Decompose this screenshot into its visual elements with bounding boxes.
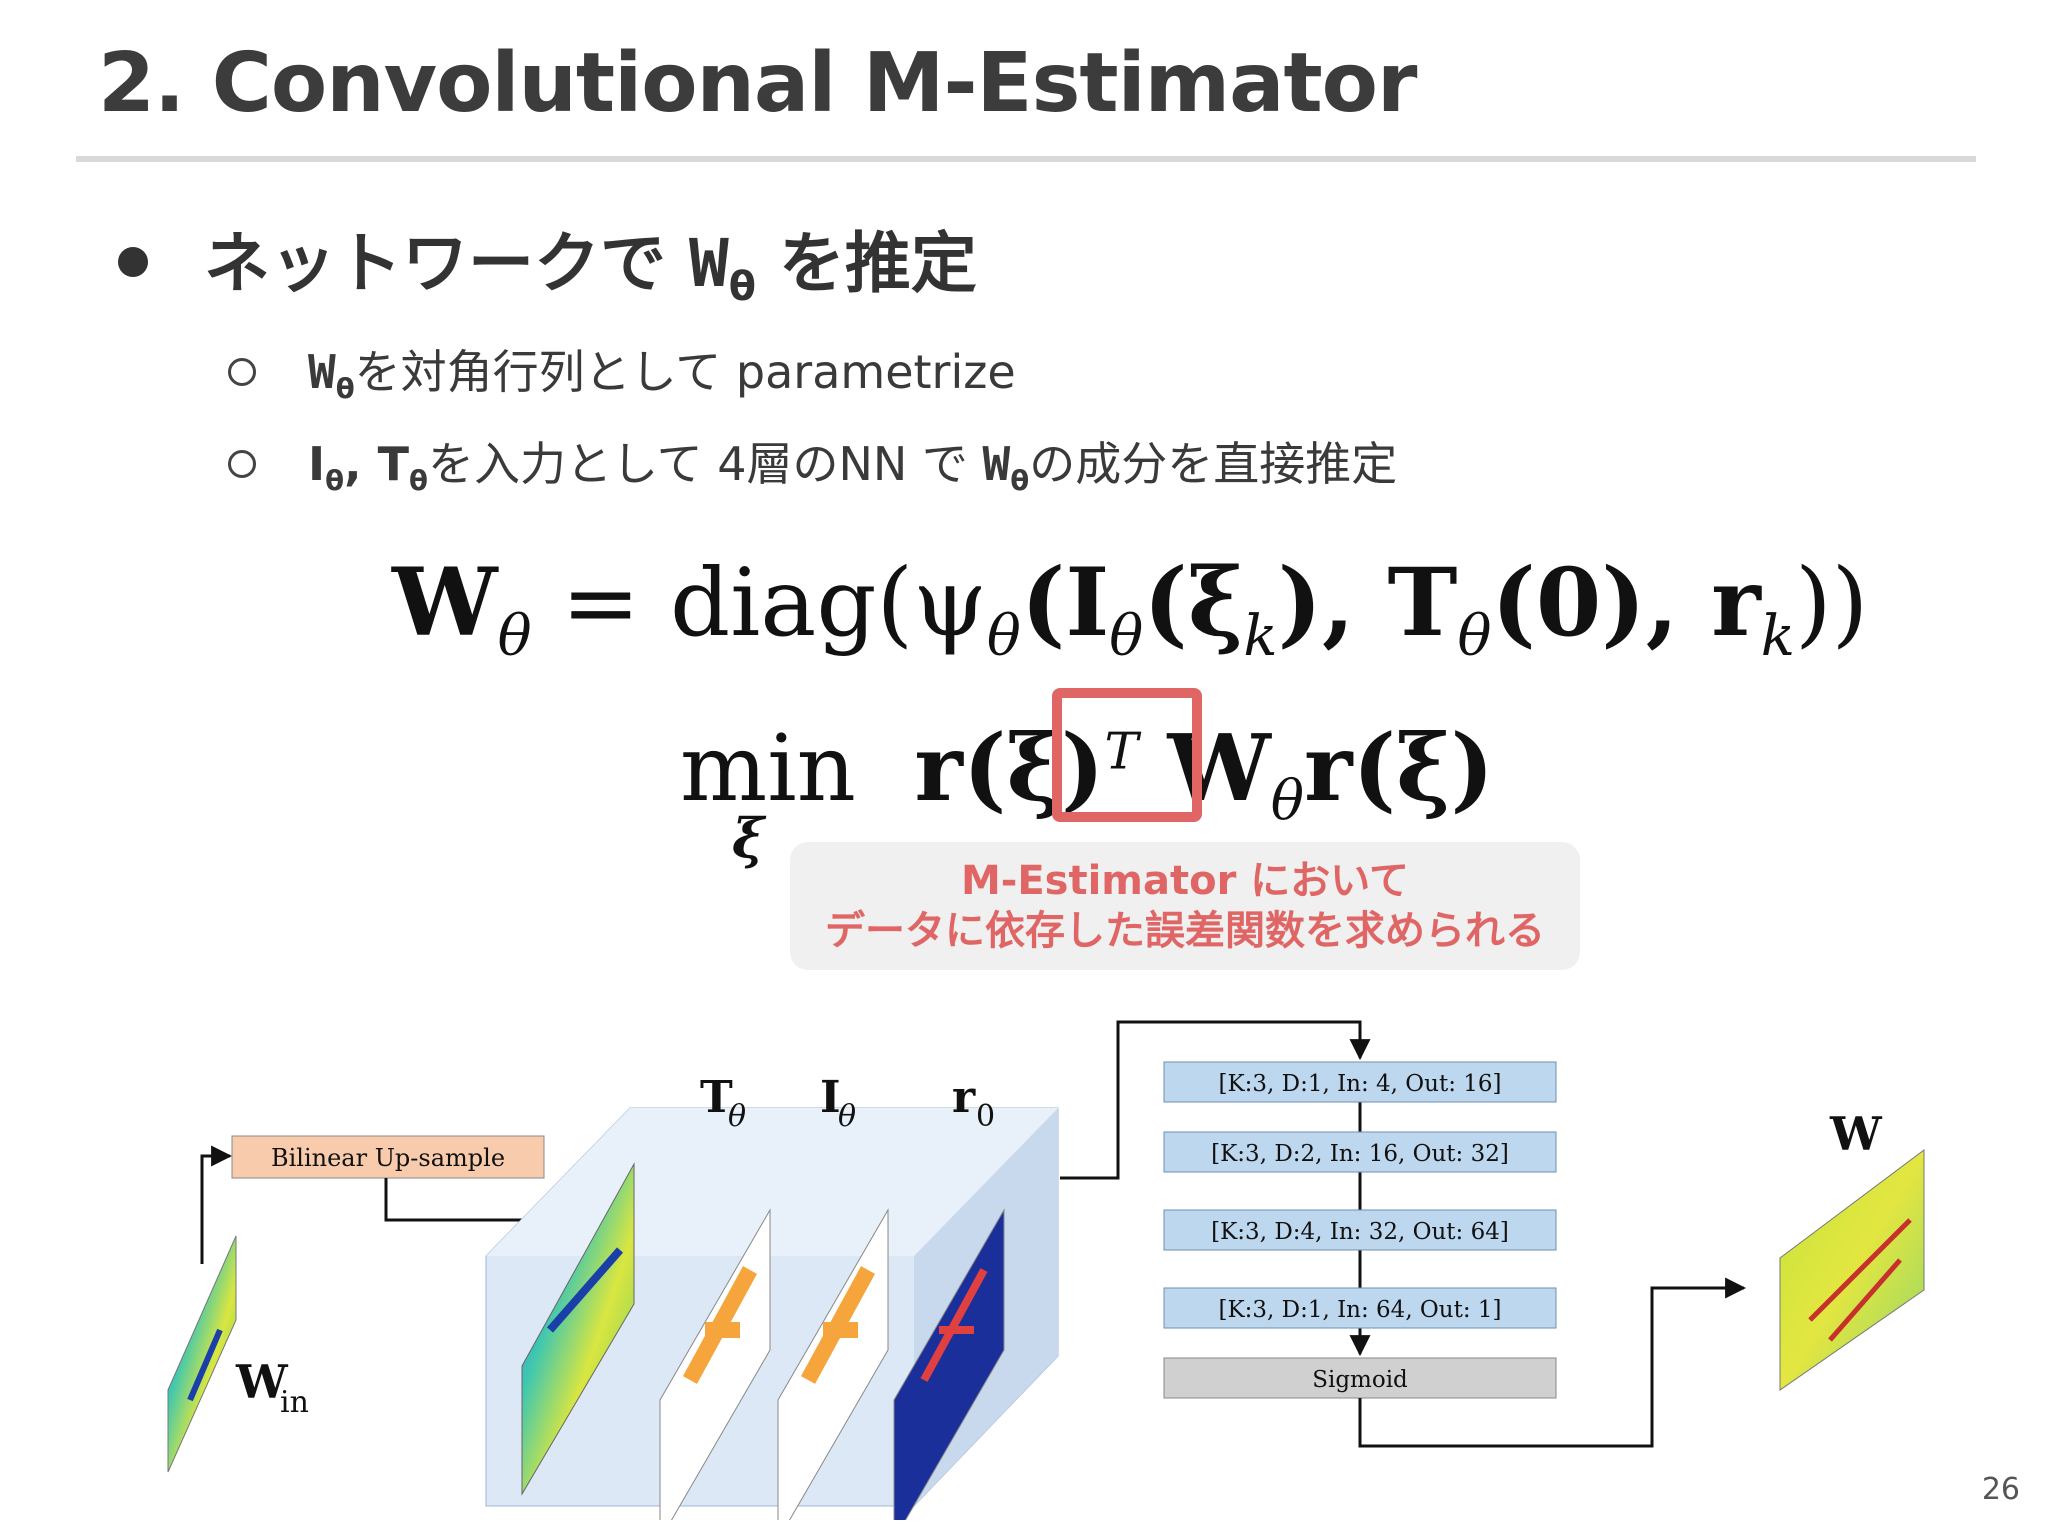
callout-line-2: データに依存した誤差関数を求められる (825, 908, 1545, 954)
layer-box-3 (1163, 1209, 1557, 1251)
input-map-feature (187, 1328, 223, 1402)
t-symbol: T (377, 437, 409, 491)
eq-sub: θ (986, 603, 1021, 669)
eq-close: )) (1794, 549, 1869, 658)
layer-label-3: [K:3, D:4, In: 32, Out: 64] (1211, 1219, 1509, 1245)
hollow-bullet-icon (228, 449, 256, 478)
label-t-sub: θ (728, 1099, 746, 1134)
eq-sub: k (1760, 603, 1795, 669)
label-r: r (952, 1072, 976, 1123)
eq-diag: = diag(ψ (531, 549, 987, 658)
arrow-to-output (1358, 1277, 1747, 1448)
eq-sub: θ (1270, 769, 1305, 834)
slice-upsampled-feature (546, 1247, 624, 1333)
label-win: W (235, 1355, 289, 1409)
eq-sub: θ (497, 603, 532, 669)
w-symbol: W (688, 225, 729, 302)
w-symbol: W (308, 345, 336, 399)
label-win-sub: in (280, 1385, 309, 1420)
label-w-output: W (1829, 1107, 1883, 1161)
callout-box: M-Estimator において データに依存した誤差関数を求められる (790, 842, 1580, 970)
layer-label-2: [K:3, D:2, In: 16, Out: 32] (1211, 1141, 1509, 1167)
slice-t-airplane (682, 1266, 758, 1384)
bullet-sub-1: Wθを対角行列として parametrize (228, 336, 1016, 405)
label-t: T (700, 1072, 733, 1123)
eq-w: W (392, 548, 498, 658)
eq-sub: θ (1457, 603, 1492, 669)
upsample-label: Bilinear Up-sample (271, 1144, 505, 1172)
eq-sub: θ (1109, 603, 1144, 669)
eq-residual: r(ξ) (914, 714, 1105, 822)
bullet-sub-1-text: を対角行列として parametrize (354, 345, 1016, 399)
theta-sub: θ (1010, 464, 1030, 498)
equation-minimization: min r(ξ)T Wθr(ξ) (680, 714, 1494, 833)
arrow-to-volume (384, 1178, 581, 1231)
arrow-to-layers (1060, 1020, 1371, 1180)
output-map-w (1779, 1149, 1925, 1391)
layer-label-4: [K:3, D:1, In: 64, Out: 1] (1218, 1297, 1501, 1323)
layer-stack: [K:3, D:1, In: 4, Out: 16] [K:3, D:2, In… (1163, 1061, 1557, 1329)
sigmoid-label: Sigmoid (1312, 1367, 1408, 1393)
bullet-sub-2-post: の成分を直接推定 (1029, 437, 1398, 491)
layer-box-1 (1163, 1061, 1557, 1103)
page-number: 26 (1981, 1472, 2020, 1507)
i-symbol: I (308, 437, 326, 491)
network-diagram: W in Bilinear Up-sample T θ I θ r 0 [K:3… (167, 1020, 1925, 1520)
bullet-main-pre: ネットワークで (204, 225, 689, 302)
eq-zero: (0), r (1491, 548, 1761, 658)
eq-xi: (ξ (1143, 548, 1244, 658)
eq-sub: k (1243, 603, 1278, 669)
eq-i: (I (1020, 548, 1110, 658)
eq-t: ), T (1277, 548, 1458, 658)
theta-sub: θ (325, 464, 345, 498)
slice-upsampled (521, 1162, 635, 1496)
theta-sub: θ (335, 372, 355, 406)
theta-sub: θ (728, 264, 756, 311)
label-i-sub: θ (838, 1099, 856, 1134)
label-i: I (820, 1072, 841, 1123)
w-symbol: W (982, 437, 1011, 491)
eq-min: min (680, 715, 856, 822)
bullet-dot-icon (118, 246, 148, 277)
bullet-sub-2: Iθ, Tθを入力として 4層のNN で Wθの成分を直接推定 (228, 428, 1397, 497)
bullet-main-post: を推定 (755, 225, 977, 302)
theta-sub: θ (408, 464, 428, 498)
callout-line-1: M-Estimator において (960, 858, 1410, 904)
slide-title: 2. Convolutional M-Estimator (98, 36, 1417, 131)
input-map-win (167, 1235, 237, 1473)
layer-box-4 (1163, 1287, 1557, 1329)
separator: , (344, 437, 378, 491)
bullet-sub-2-mid: を入力として 4層のNN で (427, 437, 983, 491)
layer-label-1: [K:3, D:1, In: 4, Out: 16] (1218, 1071, 1501, 1097)
eq-min-subscript: ξ (732, 806, 764, 870)
output-map-feature (1808, 1218, 1912, 1342)
eq-transpose: T (1104, 721, 1139, 781)
highlight-box (1052, 688, 1202, 822)
equation-weight-definition: Wθ = diag(ψθ(Iθ(ξk), Tθ(0), rk)) (392, 548, 1868, 669)
layer-box-2 (1163, 1131, 1557, 1173)
slice-i-airplane (800, 1266, 876, 1384)
bullet-main: ネットワークで Wθ を推定 (118, 210, 977, 310)
eq-w: W (1167, 714, 1271, 822)
eq-residual: r(ξ) (1304, 714, 1495, 822)
hollow-bullet-icon (228, 357, 256, 386)
slice-r0-feature (920, 1268, 988, 1382)
arrow-to-upsample (200, 1145, 233, 1264)
title-divider (76, 156, 1976, 162)
upsample-box (231, 1135, 545, 1179)
sigmoid-box (1163, 1357, 1557, 1399)
label-r-sub: 0 (976, 1099, 995, 1134)
